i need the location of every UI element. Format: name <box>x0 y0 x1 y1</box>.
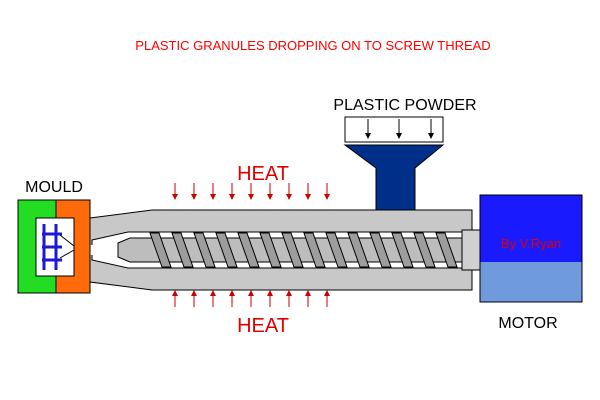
screw-flight <box>171 232 194 268</box>
plastic-powder-label: PLASTIC POWDER <box>333 97 476 114</box>
heat-arrows-bottom <box>172 290 330 307</box>
heat-top-label: HEAT <box>237 163 289 185</box>
screw-flight <box>281 232 304 268</box>
screw-flight <box>259 232 282 268</box>
heat-bottom-label: HEAT <box>237 315 289 337</box>
motor-label: MOTOR <box>498 315 557 332</box>
drive-shaft <box>461 229 481 271</box>
heat-arrows-top <box>172 183 330 200</box>
diagram-title: PLASTIC GRANULES DROPPING ON TO SCREW TH… <box>135 38 490 53</box>
arrow-down-icon <box>365 119 434 139</box>
screw-flight <box>237 232 260 268</box>
screw-flight <box>303 232 326 268</box>
nozzle-channel <box>86 245 98 255</box>
screw-flight <box>193 232 216 268</box>
motor-top-half <box>480 195 582 262</box>
screw-flight <box>435 232 458 268</box>
credit-text: By V.Ryan <box>501 236 561 251</box>
screw-thread <box>149 232 458 268</box>
moulded-part <box>42 224 62 270</box>
screw-flight <box>369 232 392 268</box>
screw-flight <box>325 232 348 268</box>
screw-flight <box>391 232 414 268</box>
screw-flight <box>149 232 172 268</box>
powder-box <box>344 116 444 143</box>
screw-flight <box>413 232 436 268</box>
screw-flight <box>215 232 238 268</box>
screw-flight <box>347 232 370 268</box>
mould-label: MOULD <box>25 179 83 196</box>
